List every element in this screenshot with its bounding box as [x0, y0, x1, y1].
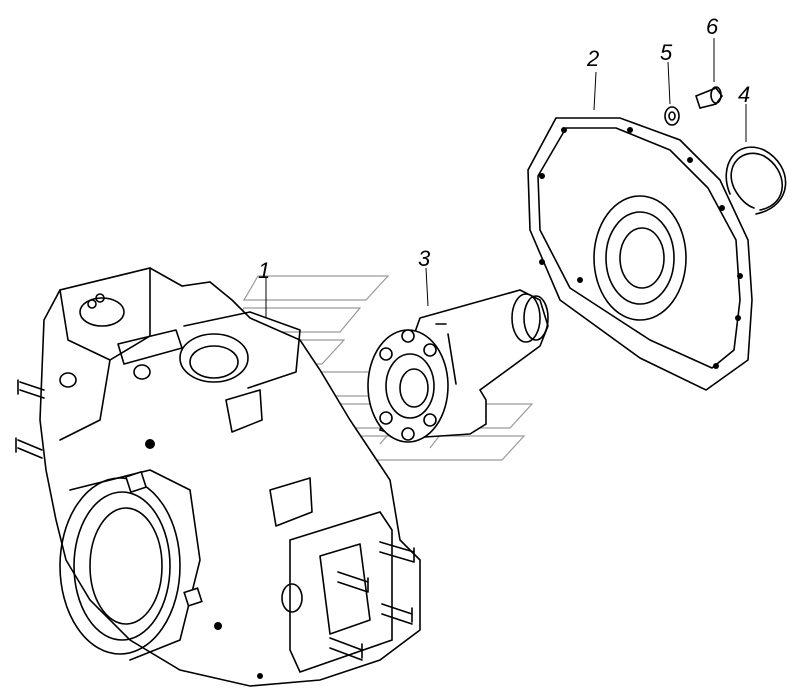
callout-5: 5	[660, 40, 673, 65]
part-4-snap-ring	[725, 146, 787, 215]
leader-lines	[265, 38, 747, 318]
callout-4: 4	[738, 82, 750, 107]
callout-2: 2	[586, 46, 599, 71]
callout-3: 3	[418, 246, 431, 271]
part-6-bolt	[695, 86, 723, 109]
part-5-washer	[664, 106, 680, 126]
part-3-drive-shaft	[367, 289, 549, 443]
callout-1: 1	[258, 258, 270, 283]
part-1-housing	[15, 267, 421, 687]
callout-6: 6	[706, 14, 719, 39]
part-2-cover-plate	[527, 117, 753, 391]
